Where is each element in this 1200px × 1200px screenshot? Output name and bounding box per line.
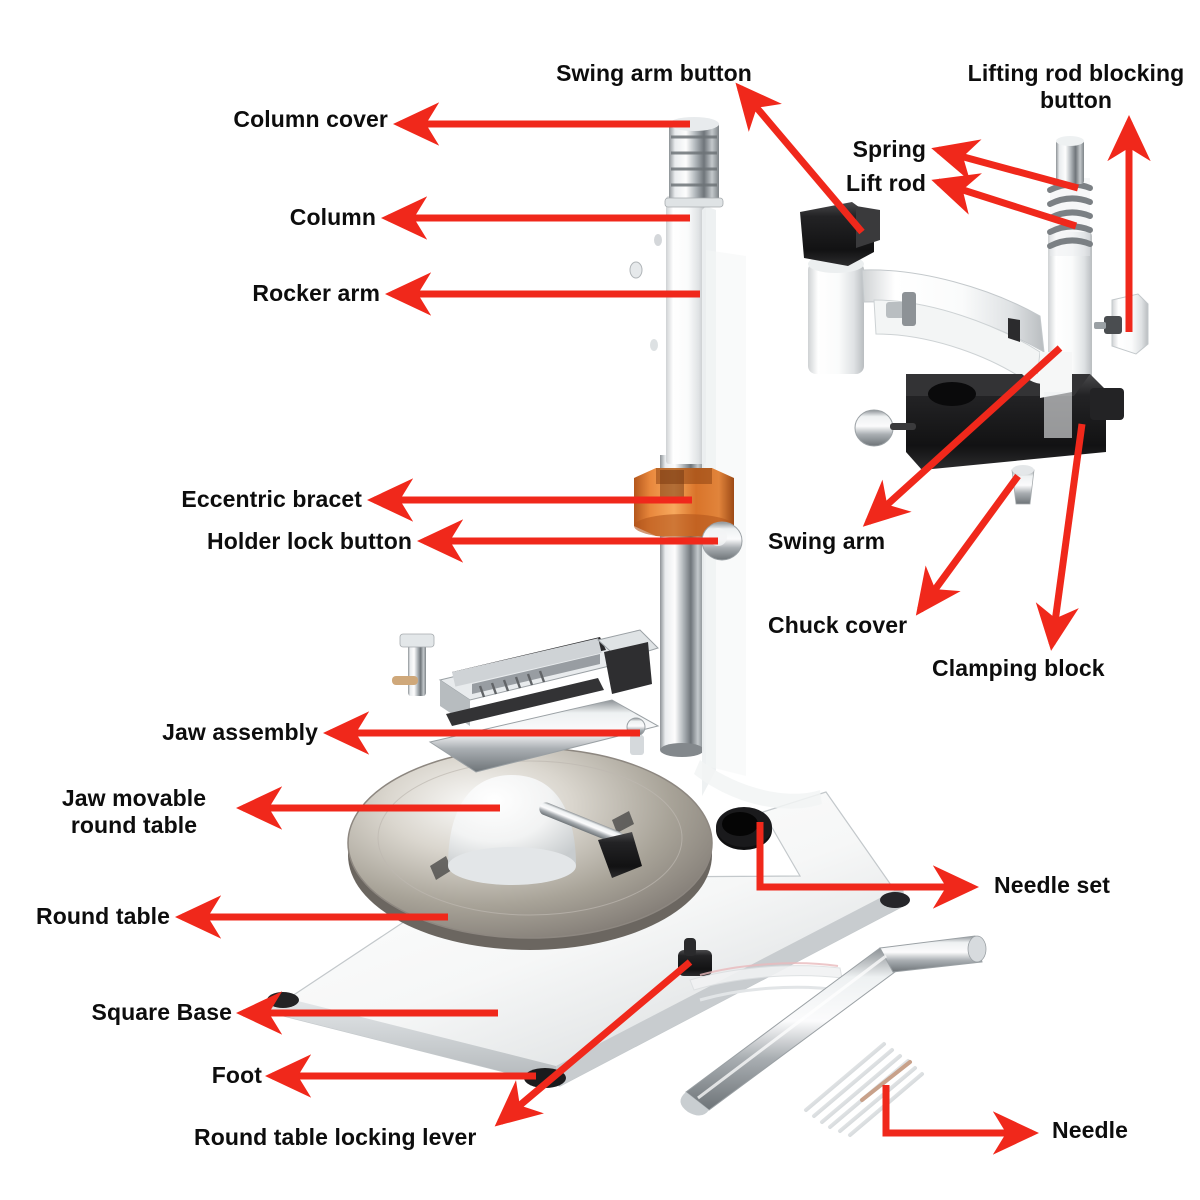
lifting-rod-blocking-button-art	[1094, 293, 1149, 355]
hex-key-art	[680, 935, 987, 1116]
label-clamping-block: Clamping block	[932, 655, 1105, 681]
jaw-movable-round-table-art	[448, 775, 642, 885]
label-needle-set: Needle set	[994, 872, 1111, 898]
label-lift-rod: Lift rod	[846, 170, 926, 196]
lift-rod-art	[1056, 136, 1084, 184]
swing-arm-assembly-art	[694, 136, 1149, 809]
foot-left	[267, 992, 299, 1008]
label-round-table: Round table	[36, 903, 170, 929]
foot-front	[524, 1068, 566, 1088]
chuck-cover-art	[1011, 465, 1035, 505]
label-square-base: Square Base	[91, 999, 232, 1025]
foot-right	[880, 892, 910, 908]
label-swing-arm-button: Swing arm button	[556, 60, 752, 86]
jaw-assembly-art	[392, 629, 660, 773]
label-jaw-movable-round-table: Jaw movable round table	[61, 785, 207, 839]
label-round-table-locking-lever: Round table locking lever	[194, 1124, 477, 1150]
label-lifting-rod-blocking-button: Lifting rod blocking button	[967, 60, 1185, 114]
column-cover-art	[664, 117, 724, 208]
label-eccentric-bracet: Eccentric bracet	[181, 486, 362, 512]
label-foot: Foot	[211, 1062, 262, 1088]
label-swing-arm: Swing arm	[768, 528, 886, 554]
label-holder-lock-button: Holder lock button	[207, 528, 412, 554]
label-column-cover: Column cover	[233, 106, 388, 132]
spring-art	[1047, 178, 1093, 256]
label-needle: Needle	[1052, 1117, 1129, 1143]
label-column: Column	[289, 204, 376, 230]
label-chuck-cover: Chuck cover	[768, 612, 908, 638]
label-spring: Spring	[852, 136, 926, 162]
needle-art-highlight	[860, 1060, 912, 1102]
needle-art	[804, 1042, 924, 1137]
label-jaw-assembly: Jaw assembly	[162, 719, 318, 745]
label-rocker-arm: Rocker arm	[252, 280, 380, 306]
